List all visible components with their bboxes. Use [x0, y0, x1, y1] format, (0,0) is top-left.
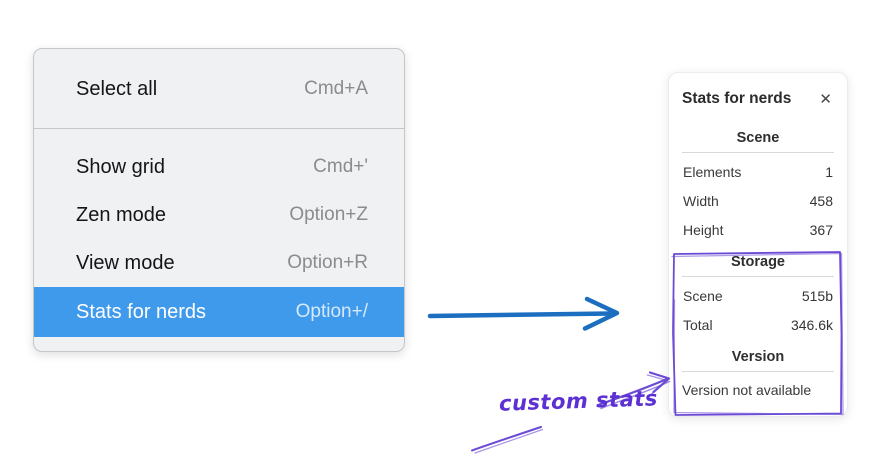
menu-separator	[34, 128, 404, 129]
context-menu: Select all Cmd+A Show grid Cmd+' Zen mod…	[33, 48, 405, 352]
underline-stroke	[471, 426, 544, 454]
section-heading-storage: Storage	[731, 254, 785, 270]
menu-item-shortcut: Cmd+'	[313, 156, 368, 177]
divider	[682, 152, 834, 153]
stat-value: 515b	[801, 287, 833, 304]
stat-row-total-storage: Total 346.6k	[669, 310, 847, 339]
stat-row-width: Width 458	[669, 186, 847, 215]
stat-row-elements: Elements 1	[669, 157, 847, 186]
stat-label: Total	[683, 316, 713, 333]
menu-item-shortcut: Option+/	[295, 301, 368, 322]
blue-arrow	[427, 296, 620, 331]
menu-item-shortcut: Option+R	[287, 252, 368, 273]
stats-panel: Stats for nerds ✕ Scene Elements 1 Width…	[668, 72, 848, 417]
menu-item-show-grid[interactable]: Show grid Cmd+'	[34, 143, 404, 191]
close-icon[interactable]: ✕	[819, 89, 832, 108]
menu-item-view-mode[interactable]: View mode Option+R	[34, 239, 404, 287]
stat-value: 367	[809, 221, 833, 238]
stats-panel-header: Stats for nerds ✕	[669, 86, 847, 112]
divider	[682, 371, 834, 372]
stat-value: 346.6k	[790, 316, 833, 333]
menu-item-shortcut: Option+Z	[289, 204, 368, 225]
stat-label: Width	[683, 192, 719, 209]
stat-value: 458	[809, 192, 833, 209]
menu-item-label: Select all	[76, 77, 158, 100]
menu-item-label: View mode	[76, 251, 175, 274]
stat-label: Elements	[683, 163, 742, 180]
version-note: Version not available	[682, 382, 812, 398]
menu-item-stats-for-nerds[interactable]: Stats for nerds Option+/	[34, 287, 404, 337]
divider	[682, 276, 834, 277]
stats-panel-title: Stats for nerds	[682, 90, 792, 107]
stat-label: Scene	[683, 287, 723, 304]
section-heading-version: Version	[731, 349, 785, 365]
section-heading-scene: Scene	[736, 130, 780, 146]
stat-row-scene-storage: Scene 515b	[669, 281, 847, 310]
stat-label: Height	[683, 221, 724, 238]
menu-item-label: Zen mode	[76, 203, 167, 226]
menu-item-label: Stats for nerds	[76, 300, 207, 323]
menu-item-label: Show grid	[76, 155, 165, 178]
menu-item-select-all[interactable]: Select all Cmd+A	[34, 64, 404, 114]
custom-stats-label: custom stats	[498, 386, 659, 416]
stat-row-height: Height 367	[669, 215, 847, 244]
menu-item-shortcut: Cmd+A	[304, 78, 368, 99]
stat-value: 1	[825, 163, 833, 180]
menu-item-zen-mode[interactable]: Zen mode Option+Z	[34, 191, 404, 239]
